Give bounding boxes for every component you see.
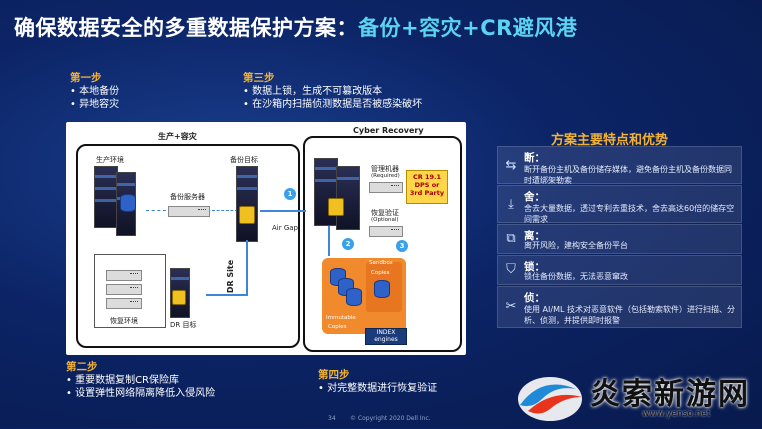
page-number: 34 [328, 415, 336, 422]
step3-item: 在沙箱内扫描侦测数据是否被感染破坏 [243, 98, 422, 111]
arrow-icon [246, 240, 248, 294]
database-icon [346, 288, 362, 306]
restore-verify-label: 恢复验证 [371, 209, 399, 217]
step3-item: 数据上锁，生成不可篡改版本 [243, 85, 422, 98]
step-number-2: 2 [342, 238, 354, 250]
engines-logo-line: engines [374, 336, 398, 343]
slide-title: 确保数据安全的多重数据保护方案：备份+容灾+CR避风港 [14, 12, 577, 42]
shield-icon: ⛉ [506, 262, 516, 277]
step-number-1: 1 [284, 188, 296, 200]
step4-item: 对完整数据进行恢复验证 [318, 382, 437, 395]
backup-server-icon [168, 206, 210, 217]
download-icon: ⤓ [508, 197, 514, 212]
step2-item: 设置弹性网络隔离降低入侵风险 [66, 387, 215, 400]
cr-version-line: DPS or [414, 181, 440, 189]
mgmt-server-icon [369, 182, 403, 193]
cyber-recovery-box [303, 136, 462, 352]
step1-item: 异地容灾 [70, 98, 119, 111]
feature-card: ⛉ 锁： 锁住备份数据，无法恶意窜改 [497, 255, 742, 285]
title-main: 确保数据安全的多重数据保护方案： [14, 16, 358, 40]
step1-block: 第一步 本地备份 异地容灾 [70, 72, 119, 111]
server-icon [106, 284, 142, 295]
feature-body: 使用 AI/ML 技术对恶意软件（包括勒索软件）进行扫描、分析、侦测，并提供即时… [524, 305, 735, 325]
backup-server-label: 备份服务器 [170, 193, 205, 201]
step1-item: 本地备份 [70, 85, 119, 98]
verify-optional-label: (Optional) [371, 217, 399, 223]
feature-body: 离开风险，建构安全备份平台 [524, 241, 628, 250]
air-gap-label: Air Gap [272, 224, 298, 232]
cr-version-line: 3rd Party [409, 189, 445, 197]
lock-icon [172, 290, 186, 305]
prod-title: 生产+容灾 [158, 132, 197, 141]
backup-target-rack-icon [236, 166, 258, 242]
architecture-diagram: 生产+容灾 Cyber Recovery 生产环境 备份服务器 备份目标 DR … [66, 122, 466, 355]
feature-head: 断： [524, 152, 545, 164]
feature-head: 侦： [524, 292, 545, 304]
sandbox-copies-label: Copies [371, 270, 390, 276]
backup-target-label: 备份目标 [230, 156, 258, 164]
cr-version-line: CR 19.1 [412, 173, 442, 181]
sandbox-label: Sandbox [369, 260, 393, 266]
step-number-3: 3 [396, 240, 408, 252]
arrow-icon [328, 226, 330, 256]
feature-body: 断开备份主机及备份储存媒体，避免备份主机及备份数据同时遭绑架勒索 [524, 165, 732, 185]
arrow-icon [260, 210, 306, 212]
dr-target-label: DR 目标 [170, 321, 197, 329]
features-title: 方案主要特点和优势 [551, 133, 669, 148]
mgmt-required-label: (Required) [371, 173, 400, 179]
dr-site-label: DR Site [226, 259, 236, 294]
title-highlight: 备份+容灾+CR避风港 [358, 16, 578, 40]
feature-card: ✂ 侦： 使用 AI/ML 技术对恶意软件（包括勒索软件）进行扫描、分析、侦测，… [497, 286, 742, 328]
step4-title: 第四步 [318, 369, 350, 381]
immutable-label: Immutable [326, 315, 356, 321]
server-icon [106, 270, 142, 281]
watermark-url: www.yenso.net [642, 409, 711, 419]
verify-server-icon [369, 226, 403, 237]
database-icon [120, 194, 136, 212]
prod-rack-icon [94, 166, 118, 228]
feature-head: 离： [524, 230, 545, 242]
feature-card: ⤓ 舍： 舍去大量数据，透过专利去重技术，舍去高达60倍的储存空间需求 [497, 185, 742, 224]
feature-card: ⇆ 断： 断开备份主机及备份储存媒体，避免备份主机及备份数据同时遭绑架勒索 [497, 146, 742, 185]
feature-card: ⧉ 离： 离开风险，建构安全备份平台 [497, 224, 742, 254]
cyber-title: Cyber Recovery [353, 126, 424, 135]
step2-item: 重要数据复制CR保险库 [66, 374, 215, 387]
lock-icon [239, 206, 255, 224]
step2-block: 第二步 重要数据复制CR保险库 设置弹性网络隔离降低入侵风险 [66, 361, 215, 400]
step4-block: 第四步 对完整数据进行恢复验证 [318, 369, 437, 395]
feature-body: 舍去大量数据，透过专利去重技术，舍去高达60倍的储存空间需求 [524, 204, 735, 224]
step1-title: 第一步 [70, 72, 102, 84]
immutable-copies-label: Copies [328, 324, 347, 330]
restore-env-label: 恢复环境 [110, 317, 138, 325]
watermark-text: 炎索新游网 [590, 377, 750, 412]
arrow-icon [212, 210, 238, 212]
mgmt-host-label: 管理机器 [371, 165, 399, 173]
watermark-logo-icon [518, 377, 582, 421]
restore-env-box [94, 254, 166, 328]
step3-block: 第三步 数据上锁，生成不可篡改版本 在沙箱内扫描侦测数据是否被感染破坏 [243, 72, 422, 111]
step2-title: 第二步 [66, 361, 98, 373]
prod-dr-box [76, 144, 300, 348]
step3-title: 第三步 [243, 72, 275, 84]
index-engines-logo: INDEX engines [365, 328, 407, 345]
database-icon [374, 280, 390, 298]
split-icon: ⧉ [506, 231, 516, 246]
copyright-text: © Copyright 2020 Dell Inc. [350, 415, 431, 422]
feature-head: 舍： [524, 191, 545, 203]
tools-icon: ✂ [505, 299, 517, 314]
prod-env-label: 生产环境 [96, 156, 124, 164]
server-icon [106, 298, 142, 309]
arrow-icon [206, 294, 248, 296]
swap-icon: ⇆ [505, 158, 517, 173]
watermark-logo: 炎索新游网 www.yenso.net [512, 365, 760, 425]
cr-version-badge: CR 19.1 DPS or 3rd Party [406, 170, 448, 204]
engines-logo-line: INDEX [376, 329, 396, 336]
arrow-icon [146, 210, 166, 212]
feature-body: 锁住备份数据，无法恶意窜改 [524, 272, 628, 281]
feature-head: 锁： [524, 261, 545, 273]
lock-icon [328, 198, 344, 216]
